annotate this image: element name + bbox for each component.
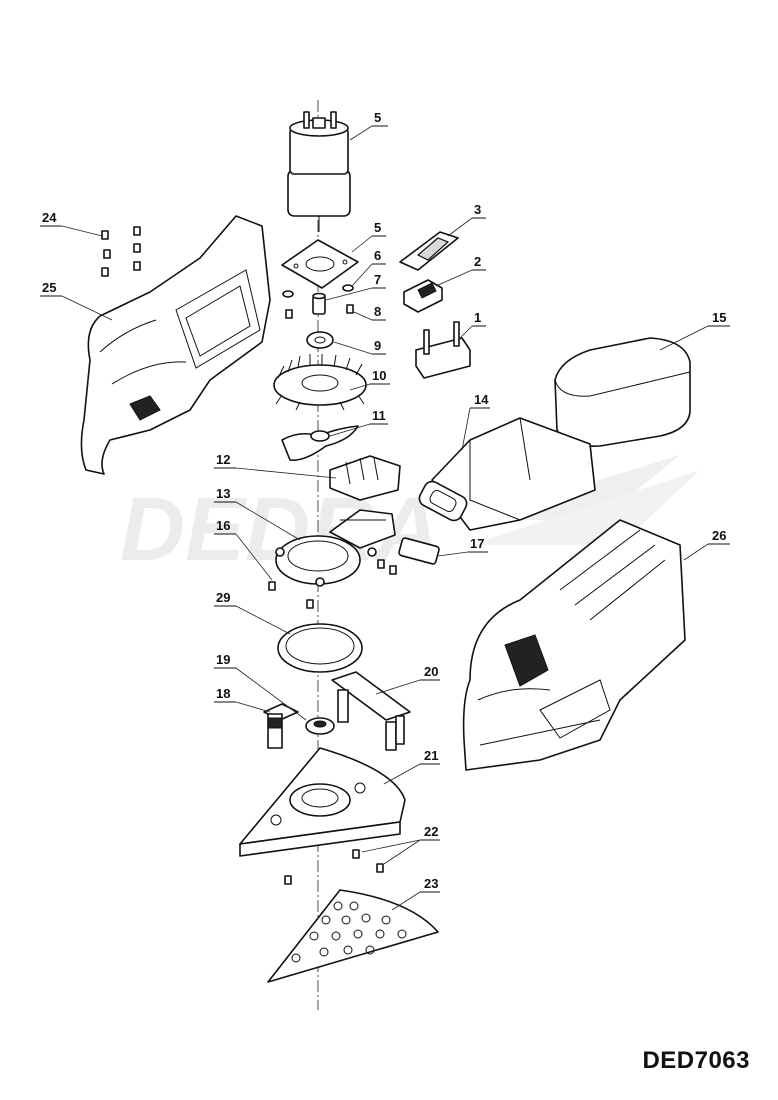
sanding-base-part: [239, 747, 406, 857]
screw-22-part: [284, 849, 384, 885]
callout-16: 16: [214, 518, 273, 581]
callout-label: 16: [216, 518, 230, 533]
callout-22: 22: [361, 824, 440, 865]
sleeve-part: [312, 292, 326, 315]
terminal-block-part: [415, 321, 471, 379]
callout-label: 5: [374, 220, 381, 235]
callout-label: 18: [216, 686, 230, 701]
eccentric-part: [281, 425, 359, 462]
callout-23: 23: [391, 876, 440, 911]
callout-label: 6: [374, 248, 381, 263]
washer-6b-part: [342, 284, 354, 292]
callout-label: 21: [424, 748, 438, 763]
callout-2: 2: [435, 254, 486, 287]
callout-label: 13: [216, 486, 230, 501]
left-housing-part: [80, 215, 271, 475]
callout-13: 13: [214, 486, 301, 541]
switch-part: [403, 279, 443, 313]
screw-16-part: [268, 559, 397, 609]
callout-label: 15: [712, 310, 726, 325]
callout-label: 19: [216, 652, 230, 667]
callout-18: 18: [214, 686, 271, 713]
screw-24-part: [101, 226, 141, 277]
motor-part: [287, 111, 351, 232]
callout-label: 9: [374, 338, 381, 353]
bearing-9-part: [306, 331, 334, 349]
callout-label: 12: [216, 452, 230, 467]
sanding-pad-part: [267, 889, 439, 983]
callout-4: 5: [349, 110, 388, 141]
callout-label: 26: [712, 528, 726, 543]
callout-label: 23: [424, 876, 438, 891]
callout-label: 24: [42, 210, 57, 225]
callout-label: 5: [374, 110, 381, 125]
callout-5: 5: [351, 220, 386, 253]
motor-plate-part: [281, 239, 359, 289]
washer-6-part: [282, 290, 294, 298]
callout-label: 25: [42, 280, 56, 295]
switch-cover-part: [399, 231, 459, 271]
ring-part: [277, 623, 363, 673]
callout-7: 7: [325, 272, 386, 301]
battery-part: [554, 337, 691, 447]
bushing-part: [305, 717, 335, 735]
callout-14: 14: [461, 392, 490, 451]
callout-label: 17: [470, 536, 484, 551]
callout-24: 24: [40, 210, 103, 237]
callout-20: 20: [375, 664, 440, 695]
callout-label: 8: [374, 304, 381, 319]
screw-8-part: [285, 304, 354, 319]
callout-15: 15: [659, 310, 730, 351]
callout-label: 7: [374, 272, 381, 287]
callout-label: 11: [372, 408, 386, 423]
callout-8: 8: [353, 304, 386, 321]
callout-6: 6: [351, 248, 386, 287]
callout-11: 11: [329, 408, 388, 437]
callout-17: 17: [437, 536, 488, 557]
callout-25: 25: [40, 280, 113, 321]
gasket-part: [398, 537, 440, 565]
callout-1: 1: [457, 310, 486, 341]
callout-3: 3: [447, 202, 486, 237]
callout-label: 20: [424, 664, 438, 679]
base-housing-part: [275, 509, 396, 587]
model-code-label: DED7063: [642, 1047, 750, 1074]
callout-label: 1: [474, 310, 481, 325]
tool-housing-part: [462, 519, 686, 771]
callout-29: 29: [214, 590, 291, 635]
callout-12: 12: [214, 452, 337, 479]
callout-label: 2: [474, 254, 481, 269]
callout-26: 26: [683, 528, 730, 561]
callout-10: 10: [349, 368, 390, 391]
callout-19: 19: [214, 652, 307, 721]
callout-label: 3: [474, 202, 481, 217]
callout-label: 10: [372, 368, 386, 383]
callout-label: 14: [474, 392, 489, 407]
callout-21: 21: [383, 748, 440, 785]
bracket-part: [331, 671, 411, 751]
callout-9: 9: [333, 338, 386, 355]
callout-label: 22: [424, 824, 438, 839]
brush-holder-part: [329, 455, 401, 501]
fan-part: [273, 354, 367, 411]
callout-label: 29: [216, 590, 230, 605]
battery-adapter-part: [418, 417, 596, 531]
